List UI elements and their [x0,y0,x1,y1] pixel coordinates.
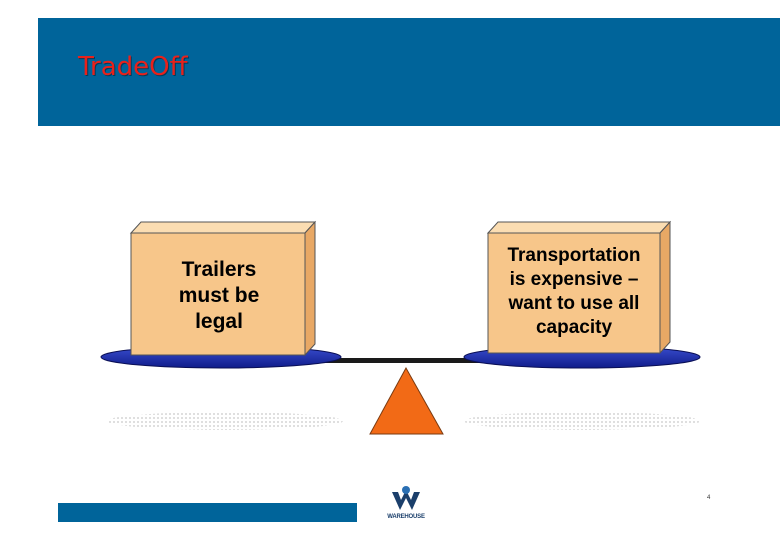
right-box-label: Transportation is expensive – want to us… [507,245,641,338]
right-box-front [487,232,661,354]
fulcrum-triangle [369,366,444,435]
header-band [38,18,780,126]
right-box-top [486,221,672,234]
left-box-label: Trailers must be legal [178,258,260,333]
scale-beam [318,358,488,363]
page-number: 4 [707,495,711,501]
left-box-front [130,232,306,356]
right-box-side [659,220,671,355]
slide-title: TradeOff [78,52,188,82]
left-box-side [304,220,316,357]
left-pan-shadow [107,412,343,430]
logo-wordmark: WAREHOUSE [387,514,425,520]
left-box-top [129,221,317,234]
right-pan-shadow [464,412,700,430]
footer-bar [58,503,357,522]
warehouse-logo [392,486,420,510]
